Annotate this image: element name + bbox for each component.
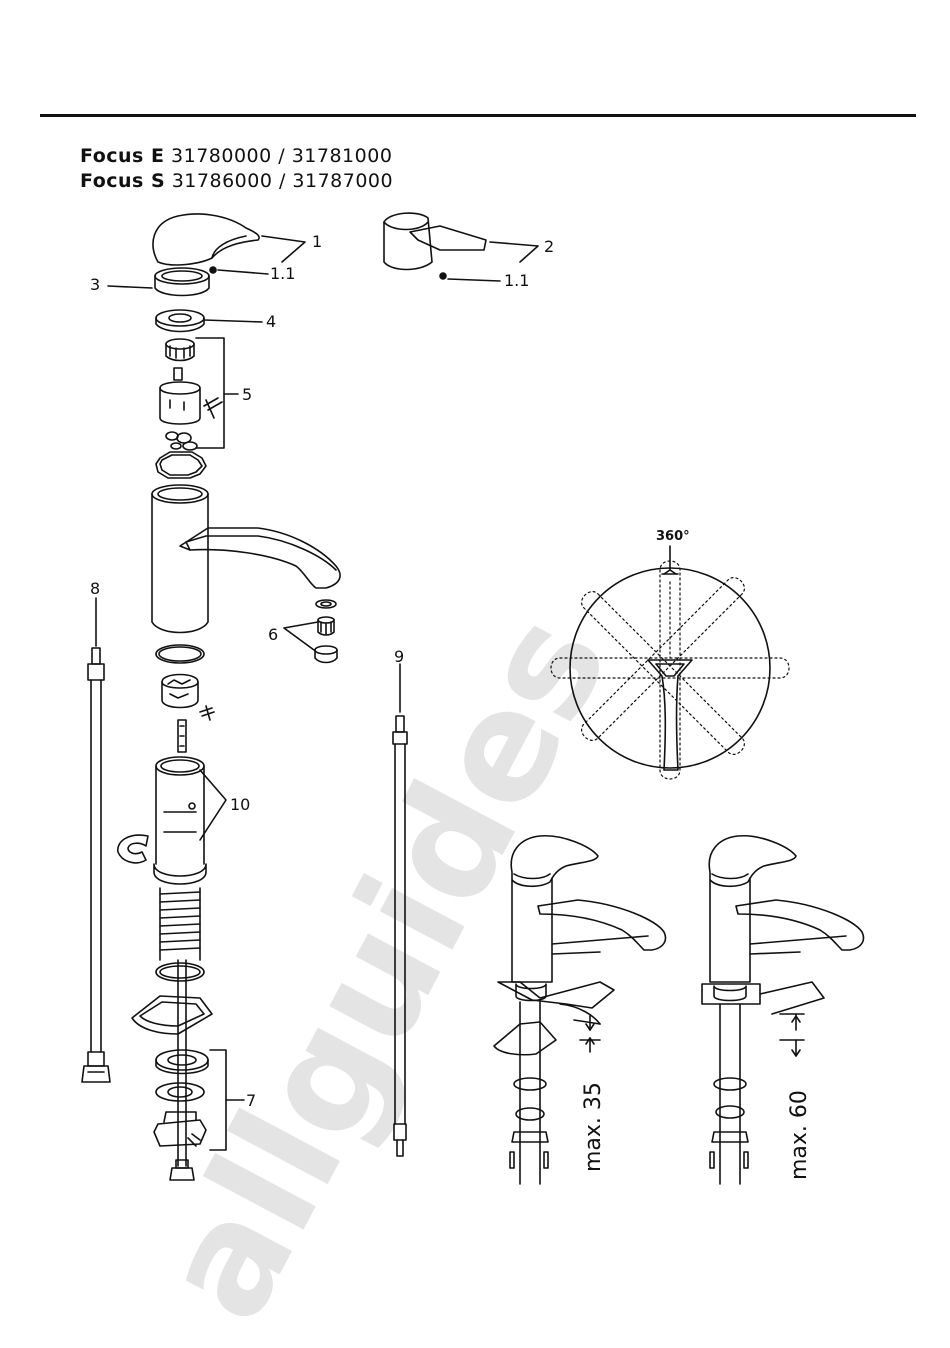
cap-ring <box>155 268 209 296</box>
leader-2 <box>490 242 538 262</box>
leader-4 <box>204 320 262 322</box>
leader-1-1a <box>218 270 268 274</box>
leader-1 <box>262 236 305 262</box>
mounting-shank <box>154 720 206 1166</box>
leader-1-1b <box>448 279 500 281</box>
retaining-clip <box>118 835 148 863</box>
max-35-label: max. 35 <box>581 1082 606 1172</box>
stabilising-plate <box>132 996 212 1034</box>
leader-3 <box>108 286 152 288</box>
part-label-2: 2 <box>544 237 554 256</box>
max-35-label-wrap: max. 35 <box>581 1082 606 1172</box>
part-label-7: 7 <box>246 1091 256 1110</box>
spout-body <box>152 485 340 633</box>
rotation-angle-label: 360° <box>656 529 690 544</box>
aerator-set <box>315 600 337 663</box>
part-label-8: 8 <box>90 579 100 598</box>
part-label-6: 6 <box>268 625 278 644</box>
supply-hose-left <box>82 648 110 1082</box>
part-label-3: 3 <box>90 275 100 294</box>
octagon-seal <box>156 452 206 478</box>
part-label-10: 10 <box>230 795 250 814</box>
watermark-text: allguides <box>128 587 642 1347</box>
watermark: allguides <box>128 587 642 1347</box>
part-label-5: 5 <box>242 385 252 404</box>
handle-focus-e <box>153 214 259 273</box>
valve-insert <box>162 675 214 721</box>
part-label-4: 4 <box>266 312 276 331</box>
max-60-label: max. 60 <box>787 1090 812 1180</box>
part-label-1: 1 <box>312 232 322 251</box>
leader-6 <box>284 622 318 650</box>
cartridge-group <box>160 339 222 450</box>
part-label-9: 9 <box>394 647 404 666</box>
max-60-label-wrap: max. 60 <box>787 1090 812 1180</box>
handle-focus-s <box>384 213 486 279</box>
nut-ring <box>156 310 204 332</box>
part-label-1-1a: 1.1 <box>270 264 295 283</box>
installation-view-b <box>702 836 864 1184</box>
part-label-1-1b: 1.1 <box>504 271 529 290</box>
